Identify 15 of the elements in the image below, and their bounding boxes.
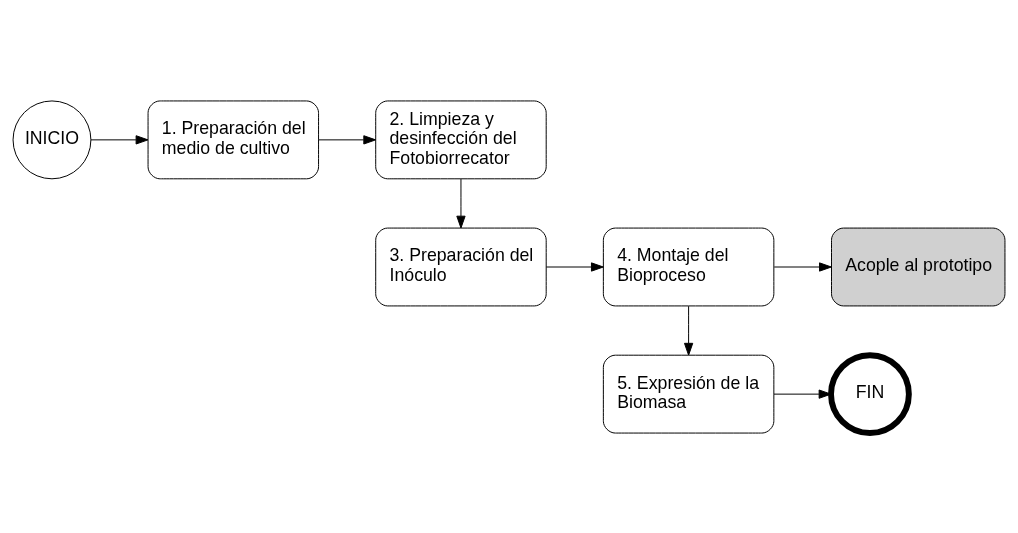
node-box: 5. Expresión de la Biomasa [602, 354, 775, 434]
arrow [318, 134, 377, 144]
arrow [545, 261, 604, 272]
node-box: 3. Preparación del Inóculo [375, 227, 547, 306]
arrow [683, 305, 694, 356]
node-circle: INICIO [12, 99, 92, 179]
node-circle: FIN [828, 351, 912, 436]
arrow [90, 134, 149, 144]
arrow [773, 261, 832, 272]
node-box: 2. Limpieza y desinfección del Fotobiorrecator [375, 99, 547, 179]
arrow [456, 178, 466, 228]
node-box: Acople al prototipo [831, 227, 1006, 306]
node-box: 4. Montaje del Bioproceso [602, 227, 775, 306]
node-box: 1. Preparación del medio de cultivo [147, 99, 320, 179]
arrow [773, 389, 832, 399]
